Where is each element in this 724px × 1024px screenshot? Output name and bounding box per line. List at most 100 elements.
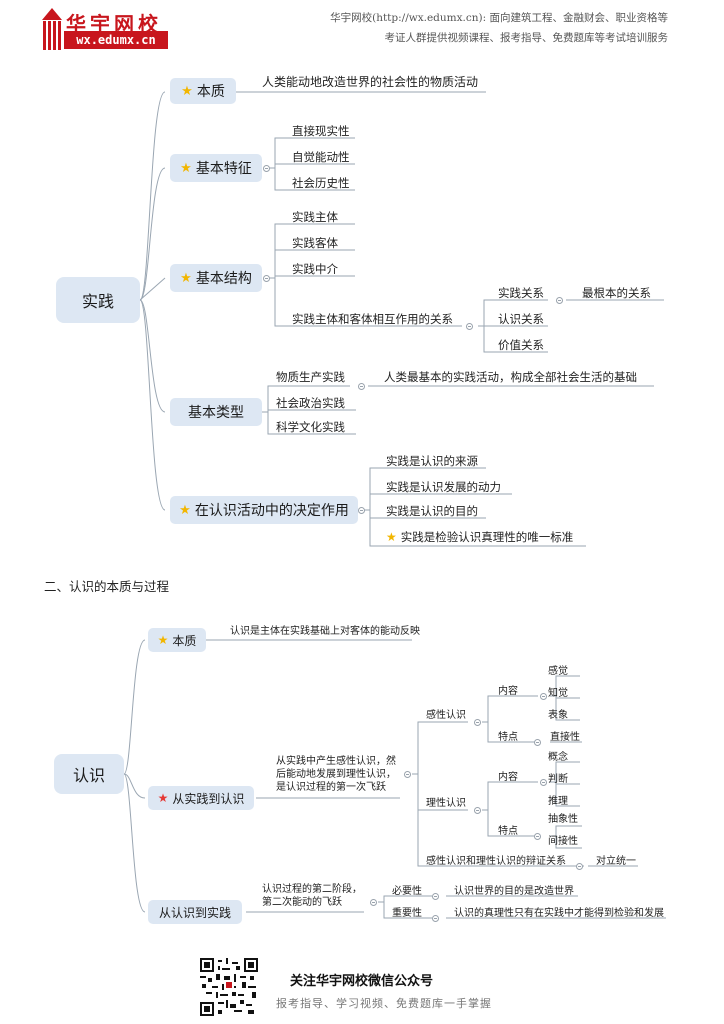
branch-label: 从认识到实践 [158, 905, 231, 920]
list-item: 感觉 [548, 666, 568, 677]
collapse-icon[interactable] [534, 739, 541, 746]
list-item: 直接现实性 [292, 124, 350, 138]
list-item: 内容 [498, 686, 518, 697]
list-item: 物质生产实践 [276, 370, 345, 384]
list-item-note: 人类最基本的实践活动，构成全部社会生活的基础 [384, 370, 637, 384]
list-item: ★实践是检验认识真理性的唯一标准 [386, 530, 573, 544]
map2-root-label: 认识 [72, 766, 105, 785]
pencil-logo-icon [42, 8, 62, 50]
map2-branch-practice-to-cognition[interactable]: ★ 从实践到认识 [148, 786, 254, 810]
list-item-note: 最根本的关系 [582, 286, 651, 300]
collapse-icon[interactable] [404, 771, 411, 778]
branch-label: 基本结构 [195, 271, 252, 287]
list-item: 社会历史性 [292, 176, 350, 190]
list-item-note: 对立统一 [596, 856, 636, 867]
list-item: 抽象性 [548, 814, 578, 825]
list-item: 实践是认识的目的 [386, 504, 478, 518]
list-item: 直接性 [550, 732, 580, 743]
qr-code-icon[interactable] [200, 958, 258, 1016]
header-line-2: 考证人群提供视频课程、报考指导、免费题库等考试培训服务 [384, 32, 669, 44]
star-icon: ★ [180, 160, 192, 176]
map2-root-node[interactable]: 认识 [54, 754, 124, 794]
branch-label: 基本类型 [188, 405, 244, 421]
collapse-icon[interactable] [432, 893, 439, 900]
collapse-icon[interactable] [534, 833, 541, 840]
list-item: 科学文化实践 [276, 420, 345, 434]
list-item: 必要性 [392, 886, 422, 897]
list-item: 内容 [498, 772, 518, 783]
list-item: 间接性 [548, 836, 578, 847]
list-item: 表象 [548, 710, 568, 721]
map1-essence-leaf: 人类能动地改造世界的社会性的物质活动 [262, 75, 479, 89]
collapse-icon[interactable] [556, 297, 563, 304]
branch-label: 基本特征 [195, 161, 252, 177]
desc-line: 认识过程的第二阶段， [262, 884, 362, 895]
collapse-icon[interactable] [474, 807, 481, 814]
map1-branch-features[interactable]: ★ 基本特征 [170, 154, 262, 182]
section-title: 二、认识的本质与过程 [44, 579, 170, 594]
star-icon: ★ [179, 502, 191, 518]
list-item: 实践是认识的来源 [386, 454, 478, 468]
list-item: 特点 [498, 732, 518, 743]
list-item: 感性认识 [426, 710, 466, 721]
header-line-1: 华宇网校(http://wx.edumx.cn): 面向建筑工程、金融财会、职业… [330, 12, 668, 24]
list-item: 自觉能动性 [292, 150, 350, 164]
collapse-icon[interactable] [358, 383, 365, 390]
list-item-note: 认识的真理性只有在实践中才能得到检验和发展 [454, 908, 664, 919]
map1-root-node[interactable]: 实践 [56, 277, 140, 323]
collapse-icon[interactable] [474, 719, 481, 726]
collapse-icon[interactable] [540, 693, 547, 700]
list-item: 判断 [548, 774, 568, 785]
map1-branch-types[interactable]: 基本类型 [170, 398, 262, 426]
map1-branch-decisive-role[interactable]: ★ 在认识活动中的决定作用 [170, 496, 358, 524]
list-item: 知觉 [548, 688, 568, 699]
map2-branch-essence[interactable]: ★ 本质 [148, 628, 206, 652]
collapse-icon[interactable] [370, 899, 377, 906]
branch-label: 本质 [196, 84, 225, 100]
branch-label: 本质 [172, 633, 197, 648]
star-icon: ★ [386, 530, 397, 544]
collapse-icon[interactable] [432, 915, 439, 922]
list-item: 实践中介 [292, 262, 338, 276]
list-item: 理性认识 [426, 798, 466, 809]
logo[interactable] [40, 8, 170, 52]
collapse-icon[interactable] [263, 165, 270, 172]
footer-title: 关注华宇网校微信公众号 [290, 974, 434, 989]
desc-line: 是认识过程的第一次飞跃 [276, 782, 386, 793]
collapse-icon[interactable] [358, 507, 365, 514]
branch-label: 从实践到认识 [172, 791, 245, 806]
list-item: 感性认识和理性认识的辩证关系 [426, 856, 566, 867]
list-item-text: 实践是检验认识真理性的唯一标准 [400, 530, 574, 544]
list-item: 实践主体和客体相互作用的关系 [292, 312, 453, 326]
footer-subtitle: 报考指导、学习视频、免费题库一手掌握 [276, 997, 492, 1010]
collapse-icon[interactable] [540, 779, 547, 786]
list-item: 价值关系 [498, 338, 544, 352]
map2-essence-leaf: 认识是主体在实践基础上对客体的能动反映 [230, 626, 420, 637]
desc-line: 第二次能动的飞跃 [262, 897, 342, 908]
list-item: 特点 [498, 826, 518, 837]
desc-line: 从实践中产生感性认识，然 [276, 756, 396, 767]
list-item: 实践主体 [292, 210, 338, 224]
list-item-note: 认识世界的目的是改造世界 [454, 886, 574, 897]
list-item: 重要性 [392, 908, 422, 919]
branch-label: 在认识活动中的决定作用 [194, 503, 349, 519]
list-item: 实践客体 [292, 236, 338, 250]
map2-branch-cognition-to-practice[interactable]: 从认识到实践 [148, 900, 242, 924]
map1-branch-structure[interactable]: ★ 基本结构 [170, 264, 262, 292]
list-item: 推理 [548, 796, 568, 807]
list-item: 实践是认识发展的动力 [386, 480, 501, 494]
list-item: 实践关系 [498, 286, 544, 300]
list-item: 概念 [548, 752, 568, 763]
logo-url[interactable]: wx.edumx.cn [64, 31, 168, 49]
star-icon: ★ [181, 83, 193, 99]
list-item: 社会政治实践 [276, 396, 345, 410]
map1-root-label: 实践 [81, 292, 114, 311]
star-icon: ★ [157, 791, 169, 805]
collapse-icon[interactable] [576, 863, 583, 870]
desc-line: 后能动地发展到理性认识， [276, 769, 396, 780]
collapse-icon[interactable] [263, 275, 270, 282]
collapse-icon[interactable] [466, 323, 473, 330]
map1-branch-essence[interactable]: ★ 本质 [170, 78, 236, 104]
star-icon: ★ [157, 633, 169, 647]
